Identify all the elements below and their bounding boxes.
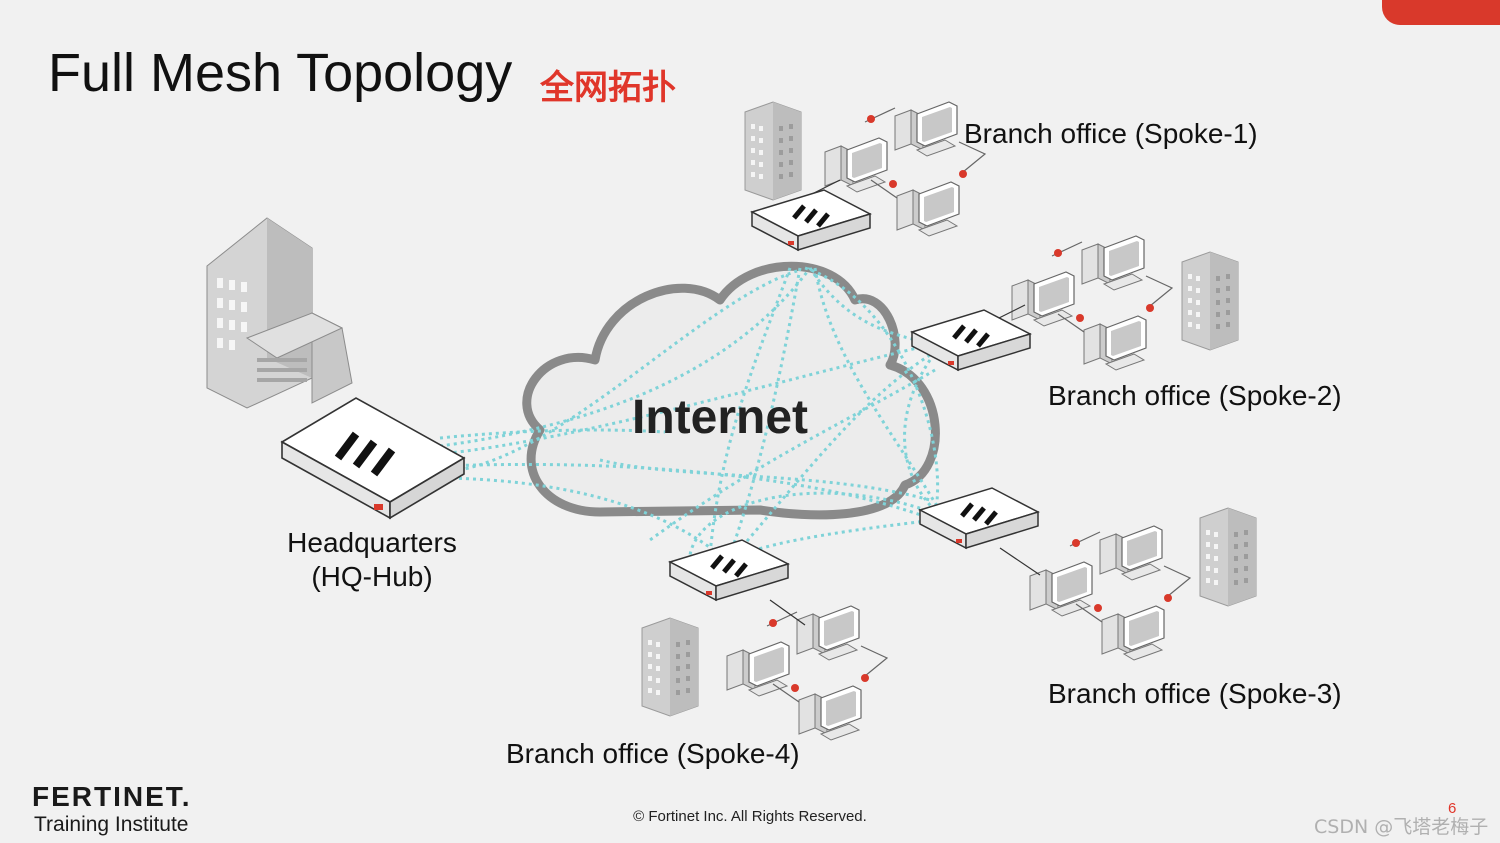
spoke-1-label: Branch office (Spoke-1) xyxy=(964,118,1258,149)
page-title-chinese: 全网拓扑 xyxy=(540,68,676,108)
spoke-3-label: Branch office (Spoke-3) xyxy=(1048,678,1342,709)
hq-firewall xyxy=(280,397,466,520)
hq-building xyxy=(206,217,353,409)
spoke-4-label: Branch office (Spoke-4) xyxy=(506,738,800,769)
page-number: 6 xyxy=(1448,800,1457,817)
spoke-2-site xyxy=(912,236,1239,370)
spoke-1-site xyxy=(744,102,985,250)
corner-accent-tab xyxy=(1382,0,1500,25)
spoke-2-label: Branch office (Spoke-2) xyxy=(1048,380,1342,411)
hq-label-line2: (HQ-Hub) xyxy=(311,561,433,592)
page-title: Full Mesh Topology xyxy=(48,43,513,103)
hq-label-line1: Headquarters xyxy=(287,527,457,558)
spoke-4-firewall xyxy=(670,540,788,600)
copyright-footer: © Fortinet Inc. All Rights Reserved. xyxy=(633,808,867,825)
spoke-4-site xyxy=(641,540,887,740)
hq-label: Headquarters (HQ-Hub) xyxy=(262,526,482,594)
fortinet-logo: FERTINET. xyxy=(32,781,192,812)
spoke-3-site xyxy=(920,488,1257,660)
training-institute-label: Training Institute xyxy=(34,813,189,836)
csdn-watermark: CSDN @飞塔老梅子 xyxy=(1314,816,1489,838)
mesh-links xyxy=(439,266,947,557)
internet-label: Internet xyxy=(632,391,809,444)
